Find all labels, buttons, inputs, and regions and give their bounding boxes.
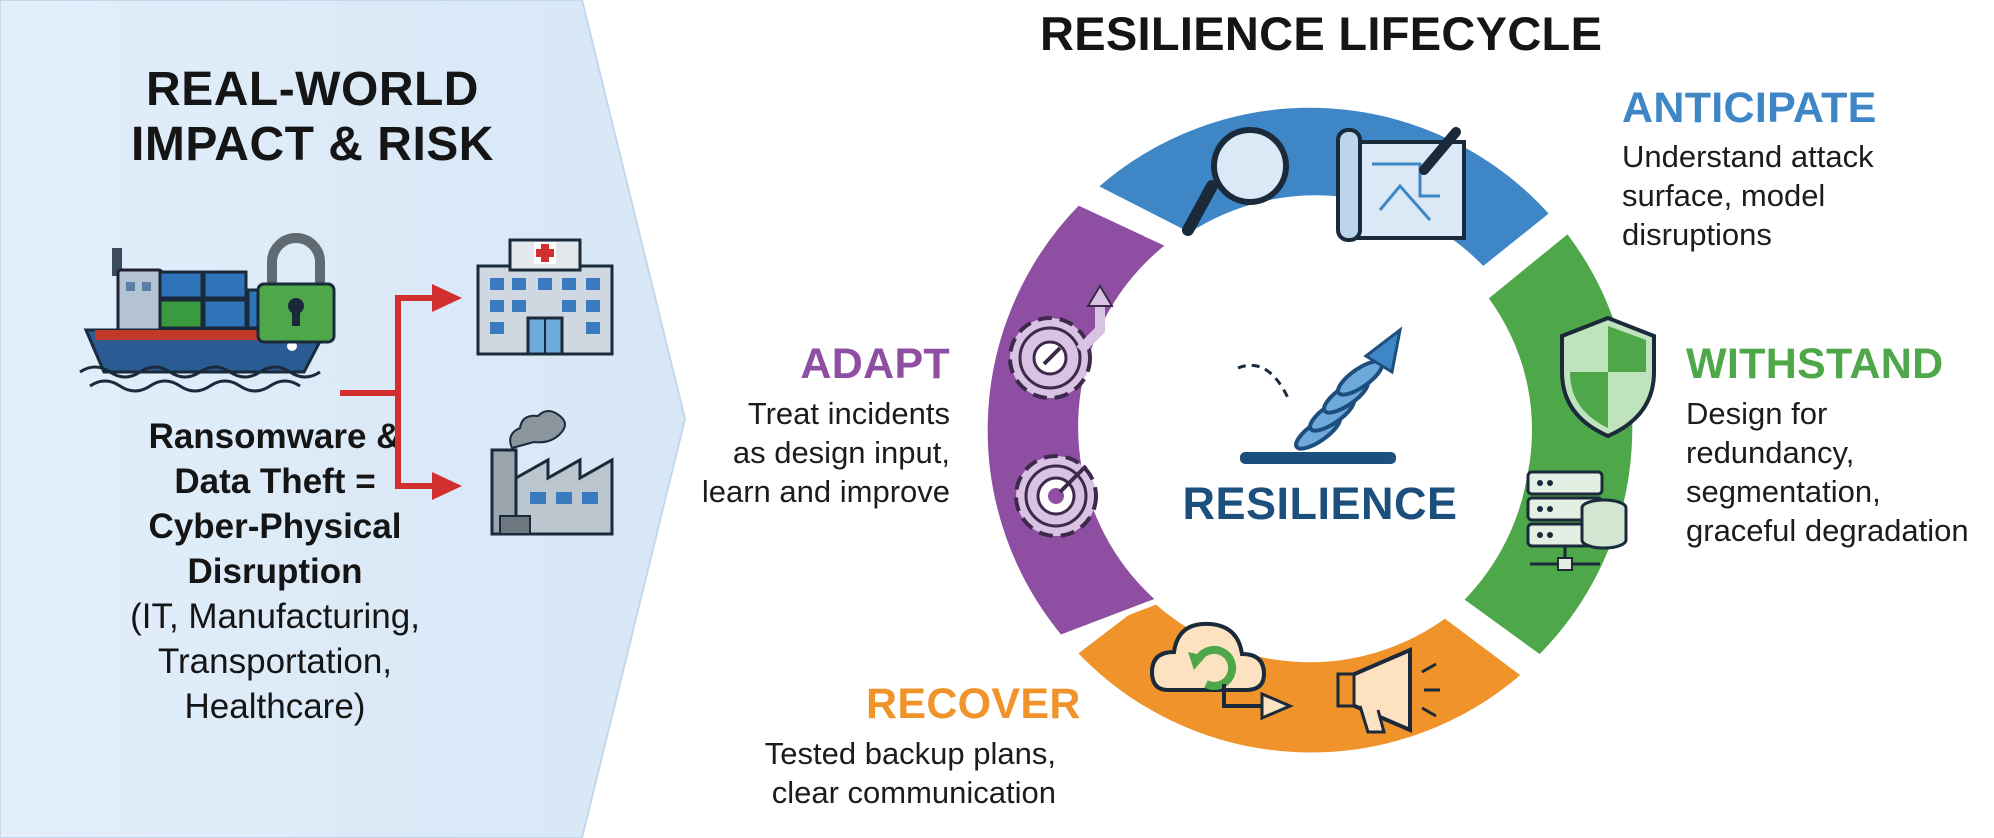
stage-desc-line: Tested backup plans, [764, 736, 1056, 771]
left-panel-title: REAL-WORLD IMPACT & RISK [90, 62, 535, 172]
center-label: RESILIENCE [1182, 478, 1458, 529]
desc-line: (IT, Manufacturing, [130, 597, 420, 636]
stage-desc-line: segmentation, [1686, 474, 1881, 509]
desc-bold-line: Cyber-Physical [148, 507, 402, 546]
magnifier-icon [1182, 127, 1289, 236]
left-panel-description: Ransomware & Data Theft = Cyber-Physical… [15, 414, 535, 729]
desc-bold-line: Disruption [187, 552, 363, 591]
gear-arrow-icon [1008, 284, 1114, 400]
stage-desc-line: Understand attack [1622, 139, 1874, 174]
padlock-icon [256, 233, 336, 344]
hospital-icon [476, 238, 614, 356]
stage-title-withstand: WITHSTAND [1686, 340, 1944, 388]
cloud-recover-icon [1149, 621, 1294, 721]
stage-desc-line: Design for [1686, 396, 1828, 431]
stage-title-recover: RECOVER [866, 680, 1081, 728]
stage-desc-anticipate: Understand attack surface, model disrupt… [1622, 137, 1874, 254]
desc-bold-line: Data Theft = [174, 462, 376, 501]
stage-desc-line: graceful degradation [1686, 513, 1969, 548]
stage-desc-line: learn and improve [701, 474, 950, 509]
factory-icon [490, 410, 614, 536]
stage-desc-line: surface, model [1622, 178, 1826, 213]
server-icon [1526, 470, 1628, 571]
lifecycle-title: RESILIENCE LIFECYCLE [1040, 7, 1603, 60]
desc-bold-line: Ransomware & [148, 417, 402, 456]
stage-desc-line: disruptions [1622, 217, 1772, 252]
blueprint-icon [1336, 127, 1466, 242]
shield-icon [1560, 315, 1656, 439]
stage-desc-line: as design input, [732, 435, 950, 470]
stage-desc-line: clear communication [771, 775, 1056, 810]
gear-target-icon [1014, 454, 1098, 538]
stage-desc-line: Treat incidents [747, 396, 950, 431]
arrow-split-icon [340, 295, 436, 489]
desc-line: Transportation, [157, 642, 393, 681]
stage-desc-withstand: Design for redundancy, segmentation, gra… [1686, 394, 1969, 550]
left-title-line-2: IMPACT & RISK [131, 118, 494, 171]
spring-icon [1237, 326, 1403, 464]
megaphone-icon [1336, 646, 1440, 734]
stage-title-anticipate: ANTICIPATE [1622, 84, 1877, 132]
left-title-line-1: REAL-WORLD [146, 63, 479, 116]
stage-desc-recover: Tested backup plans, clear communication [720, 734, 1056, 812]
stage-desc-adapt: Treat incidents as design input, learn a… [640, 394, 950, 511]
stage-desc-line: redundancy, [1686, 435, 1855, 470]
stage-title-adapt: ADAPT [800, 340, 950, 388]
desc-line: Healthcare) [184, 687, 366, 726]
